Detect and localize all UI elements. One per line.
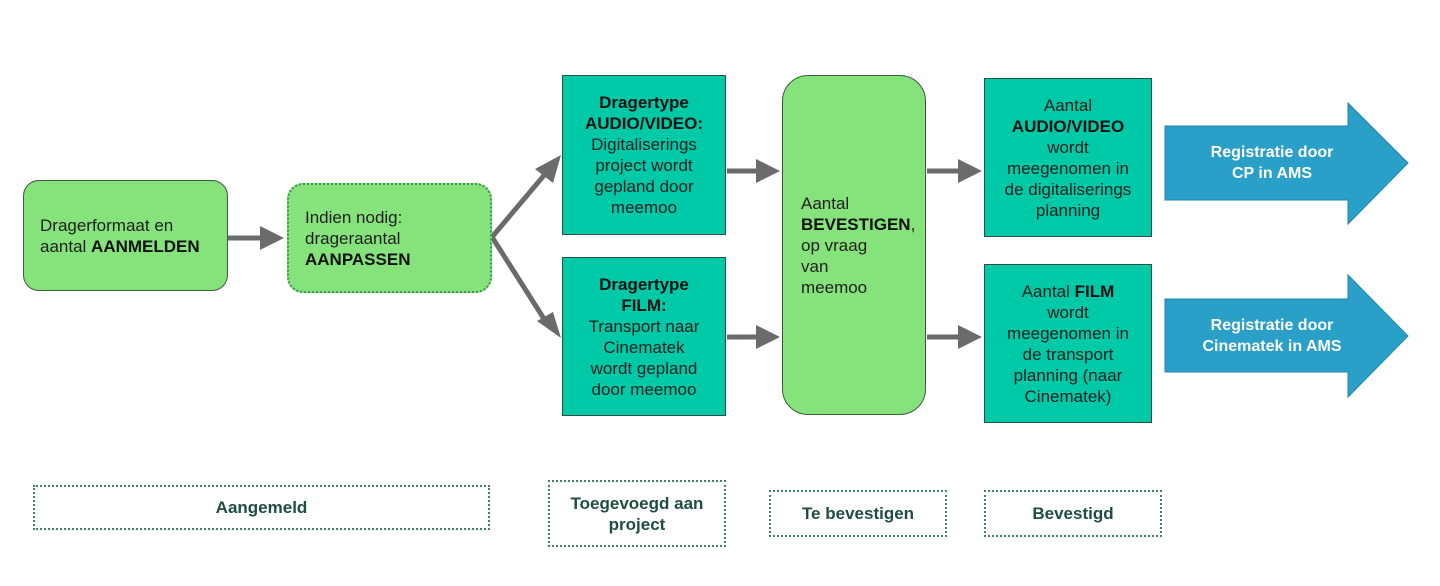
step-film: Dragertype FILM: Transport naar Cinemate… [562,257,726,416]
step-aanpassen-keyword: AANPASSEN [305,249,411,269]
audio-video-line4: meemoo [610,198,678,217]
status-te-bevestigen: Te bevestigen [769,490,947,537]
step-aanmelden: Dragerformaat en aantal AANMELDEN [23,180,228,291]
arrowhead-2 [535,155,561,183]
arrowhead-3 [537,312,561,338]
av-planning-line4: meegenomen in [1007,158,1129,178]
status-toegevoegd: Toegevoegd aan project [548,480,726,547]
film-line1: Transport naar [588,316,700,336]
status-bevestigd-text: Bevestigd [1032,504,1114,523]
step-aanmelden-line1: Dragerformaat en [40,215,174,235]
arrowhead-1 [260,226,284,250]
outcome-cp-label: Registratie door CP in AMS [1175,142,1369,184]
bevestigen-comma: , [910,214,916,234]
av-planning-line1: Aantal [1043,95,1093,115]
outcome-arrow-cp [1164,101,1409,226]
arrowhead-5 [756,325,780,349]
bevestigen-line1: Aantal [801,193,850,213]
av-planning-line3: wordt [1047,137,1089,157]
film-line4: door meemoo [591,379,697,399]
status-aangemeld-text: Aangemeld [215,498,308,517]
bevestigen-line3: op vraag [801,235,868,255]
outcome-cinematek-line1: Registratie door [1210,317,1334,334]
step-film-planning: Aantal FILM wordt meegenomen in de trans… [984,264,1152,423]
film-planning-line3: meegenomen in [1007,323,1129,343]
step-aanmelden-line2: aantal [40,236,92,256]
status-te-bevestigen-text: Te bevestigen [801,504,915,523]
audio-video-line3: gepland door [594,177,694,196]
arrowhead-6 [958,159,982,183]
outcome-cinematek-line2: Cinematek in AMS [1202,338,1342,355]
film-planning-keyword: FILM [1074,281,1115,301]
bevestigen-keyword: BEVESTIGEN [801,214,911,234]
outcome-cp-line2: CP in AMS [1231,165,1312,182]
bevestigen-line5: meemoo [801,277,868,297]
status-aangemeld: Aangemeld [33,485,490,530]
film-planning-line2: wordt [1047,302,1089,322]
film-planning-line5: planning (naar [1013,365,1123,385]
bevestigen-line4: van [801,256,829,276]
av-planning-keyword: AUDIO/VIDEO [1011,116,1125,136]
outcome-arrow-cinematek [1164,273,1409,399]
film-title1: Dragertype [599,274,689,294]
arrowhead-7 [958,325,982,349]
av-planning-line6: planning [1035,200,1101,220]
film-title2: FILM: [621,295,667,315]
audio-video-title1: Dragertype [599,93,689,112]
step-aanpassen: Indien nodig: drageraantal AANPASSEN [287,183,492,293]
status-toegevoegd-line1: Toegevoegd aan [570,493,704,513]
status-bevestigd: Bevestigd [984,490,1162,537]
outcome-cp-line1: Registratie door [1210,144,1334,161]
step-bevestigen: Aantal BEVESTIGEN, op vraag van meemoo [782,75,926,415]
step-audio-video: Dragertype AUDIO/VIDEO: Digitaliserings … [562,75,726,235]
outcome-cinematek-label: Registratie door Cinematek in AMS [1175,315,1369,357]
film-planning-line1: Aantal [1021,281,1075,301]
film-planning-line6: Cinematek) [1024,386,1112,406]
film-line3: wordt gepland [590,358,698,378]
step-aanpassen-line2: drageraantal [305,228,401,248]
step-aanpassen-line1: Indien nodig: [305,207,403,227]
connector-aanpassen-film [489,235,549,324]
arrowhead-4 [756,159,780,183]
connector-aanpassen-audio [490,171,548,239]
film-planning-line4: de transport [1022,344,1114,364]
audio-video-title2: AUDIO/VIDEO: [584,114,704,133]
av-planning-line5: de digitaliserings [1004,179,1132,199]
audio-video-line1: Digitaliserings [591,135,697,154]
step-aanmelden-keyword: AANMELDEN [91,236,200,256]
status-toegevoegd-line2: project [608,514,666,534]
step-audio-video-planning: Aantal AUDIO/VIDEO wordt meegenomen in d… [984,78,1152,237]
audio-video-line2: project wordt [595,156,693,175]
film-line2: Cinematek [603,337,685,357]
